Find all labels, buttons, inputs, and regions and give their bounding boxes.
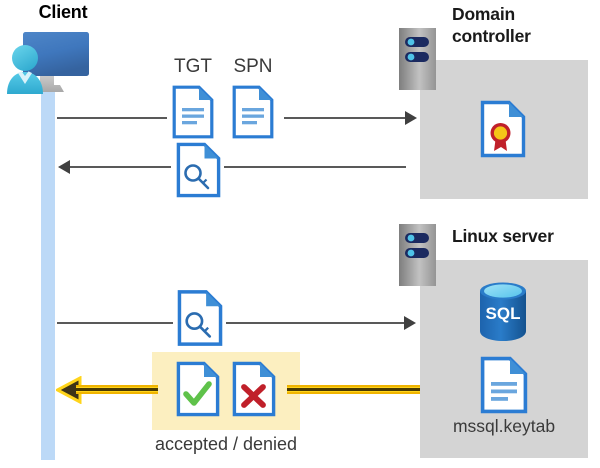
tgt-document-icon — [172, 85, 214, 139]
domain-controller-title: Domain controller — [452, 4, 598, 48]
domain-controller-title-line1: Domain — [452, 4, 515, 24]
domain-controller-title-line2: controller — [452, 25, 531, 46]
accepted-denied-highlight — [152, 352, 300, 430]
client-computer-user-icon — [7, 32, 89, 94]
message-1-line-left — [57, 117, 167, 119]
keytab-filename-label: mssql.keytab — [452, 416, 556, 436]
certificate-doc-icon — [480, 100, 526, 158]
message-2-arrowhead — [58, 160, 70, 174]
spn-label: SPN — [233, 56, 273, 77]
message-4-line-right-core — [287, 388, 420, 391]
message-3-line-left — [57, 322, 173, 324]
linux-server-title: Linux server — [452, 226, 554, 246]
spn-document-icon — [232, 85, 274, 139]
sql-database-label: SQL — [486, 304, 521, 323]
client-lifeline — [41, 88, 55, 460]
denied-document-icon — [232, 361, 276, 417]
accepted-denied-caption: accepted / denied — [154, 434, 298, 454]
message-3-line-right — [226, 322, 406, 324]
tgt-key-document-icon — [176, 142, 221, 198]
service-ticket-key-document-icon — [177, 290, 223, 346]
message-2-line-left — [70, 166, 171, 168]
keytab-doc-icon — [480, 356, 528, 414]
message-1-arrowhead — [405, 111, 417, 125]
accepted-document-icon — [176, 361, 220, 417]
message-4-line-left-core — [76, 388, 158, 391]
sql-database-icon: SQL — [480, 282, 526, 341]
message-1-line-right — [284, 117, 405, 119]
message-3-arrowhead — [404, 316, 416, 330]
tgt-label: TGT — [174, 56, 212, 77]
client-title: Client — [38, 2, 88, 22]
message-2-line-right — [224, 166, 406, 168]
linux-server-icon — [399, 224, 436, 286]
domain-controller-server-icon — [399, 28, 436, 90]
